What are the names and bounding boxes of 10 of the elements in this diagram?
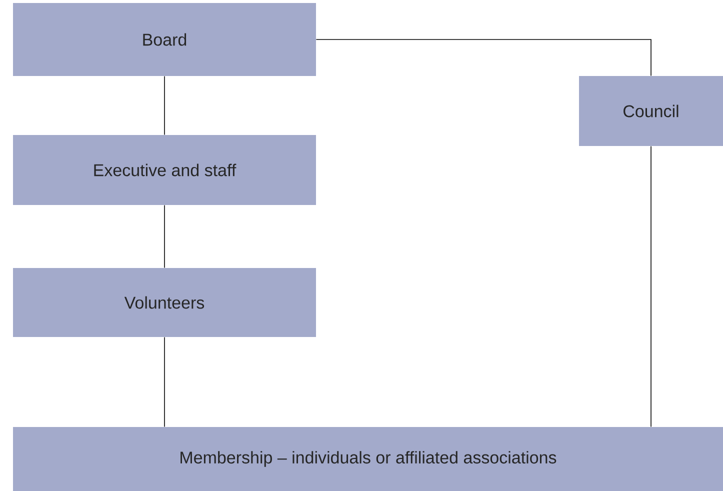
connector-line — [650, 146, 652, 428]
org-box: Council — [579, 76, 723, 146]
connector-line — [164, 336, 165, 428]
connector-line — [164, 76, 165, 136]
connector-line — [164, 204, 165, 268]
org-box: Membership – individuals or affiliated associations — [13, 427, 723, 491]
org-box: Executive and staff — [13, 135, 316, 205]
org-box: Volunteers — [13, 268, 316, 337]
org-box: Board — [13, 3, 316, 76]
connector-line — [316, 39, 652, 76]
